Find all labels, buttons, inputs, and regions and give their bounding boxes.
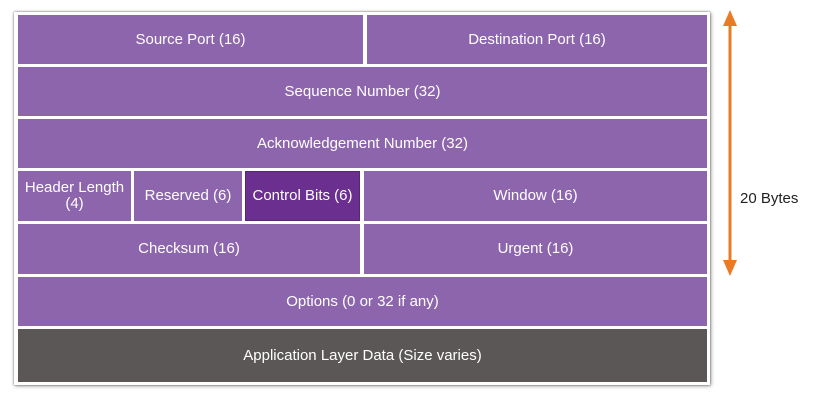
field-label: Sequence Number (32) [284, 82, 441, 100]
field-source-port: Source Port (16) [18, 15, 363, 64]
field-label: Source Port (16) [135, 30, 246, 48]
field-label: Application Layer Data (Size varies) [243, 346, 482, 364]
field-acknowledgement-number: Acknowledgement Number (32) [18, 119, 707, 168]
field-label: Options (0 or 32 if any) [286, 292, 439, 310]
field-sequence-number: Sequence Number (32) [18, 67, 707, 116]
field-header-length: Header Length (4) [18, 171, 131, 221]
field-label: Window (16) [493, 187, 578, 204]
field-label: Reserved (6) [144, 187, 232, 204]
field-label: Acknowledgement Number (32) [257, 134, 468, 152]
field-label-line1: Header Length [24, 179, 125, 196]
field-window: Window (16) [364, 171, 707, 221]
field-label: Control Bits (6) [252, 187, 353, 204]
field-checksum: Checksum (16) [18, 224, 360, 274]
field-label: Checksum (16) [138, 240, 240, 257]
field-destination-port: Destination Port (16) [367, 15, 707, 64]
field-label: Destination Port (16) [468, 30, 606, 48]
header-size-label: 20 Bytes [740, 190, 799, 207]
tcp-header-diagram: Source Port (16) Destination Port (16) S… [14, 12, 710, 385]
field-label-line2: (4) [65, 195, 84, 212]
field-control-bits: Control Bits (6) [245, 171, 360, 221]
field-application-data: Application Layer Data (Size varies) [18, 329, 707, 382]
field-reserved: Reserved (6) [134, 171, 242, 221]
header-size-arrow [723, 10, 737, 276]
field-label: Urgent (16) [497, 240, 574, 257]
field-options: Options (0 or 32 if any) [18, 277, 707, 326]
field-urgent: Urgent (16) [364, 224, 707, 274]
